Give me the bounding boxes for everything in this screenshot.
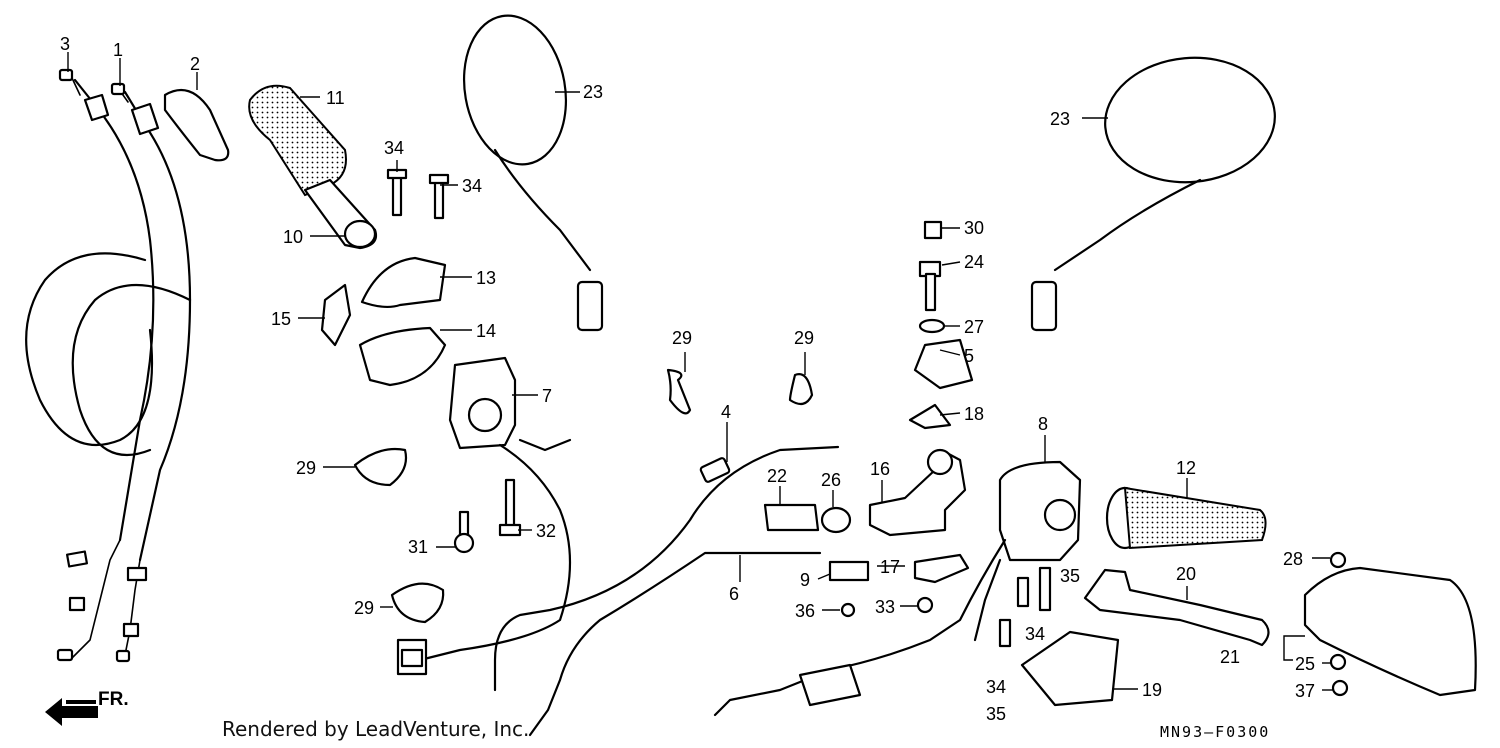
callout-29: 29 [296, 458, 316, 478]
callout-2: 2 [190, 54, 200, 74]
choke-cable [528, 551, 822, 737]
callout-25: 25 [1295, 654, 1315, 674]
clip [353, 447, 408, 487]
callout-34: 34 [384, 138, 404, 158]
callout-23: 23 [583, 82, 603, 102]
callout-14: 14 [476, 321, 496, 341]
callout-21: 21 [1220, 647, 1240, 667]
front-direction-arrow: FR. [45, 689, 129, 726]
callout-10: 10 [283, 227, 303, 247]
render-credit: Rendered by LeadVenture, Inc. [222, 717, 529, 741]
callout-5: 5 [964, 346, 974, 366]
throttle-grip [248, 84, 378, 250]
callout-11: 11 [326, 88, 345, 108]
callout-30: 30 [964, 218, 984, 238]
front-direction-label: FR. [98, 689, 129, 710]
leader-lines [67, 52, 1333, 691]
callout-29: 29 [354, 598, 374, 618]
callout-32: 32 [536, 521, 556, 541]
callout-26: 26 [821, 470, 841, 490]
callout-29: 29 [794, 328, 814, 348]
callout-8: 8 [1038, 414, 1048, 434]
callout-15: 15 [271, 309, 291, 329]
switch-housing-lower [358, 326, 447, 387]
throttle-cover-15 [320, 283, 352, 347]
callout-35: 35 [986, 704, 1006, 724]
callout-12: 12 [1176, 458, 1196, 478]
clutch-cable [493, 445, 840, 692]
clutch-lever-bracket [763, 220, 974, 618]
brake-lever [1083, 568, 1270, 647]
callout-9: 9 [800, 570, 810, 590]
left-mirror [462, 14, 604, 332]
callout-3: 3 [60, 34, 70, 54]
right-grip [1105, 486, 1267, 550]
callout-27: 27 [964, 317, 984, 337]
callout-7: 7 [542, 386, 552, 406]
callout-numbers: 3 1 2 11 10 34 34 23 13 15 14 7 29 29 31… [60, 34, 1315, 724]
callout-20: 20 [1176, 564, 1196, 584]
callout-13: 13 [476, 268, 496, 288]
callout-1: 1 [113, 40, 123, 60]
callout-37: 37 [1295, 681, 1315, 701]
callout-35: 35 [1060, 566, 1080, 586]
callout-34: 34 [462, 176, 482, 196]
clip [788, 373, 814, 406]
callout-31: 31 [408, 537, 428, 557]
callout-29: 29 [672, 328, 692, 348]
callout-19: 19 [1142, 680, 1162, 700]
cover-19 [1020, 630, 1120, 707]
switch-housing-upper [360, 256, 447, 309]
callout-24: 24 [964, 252, 984, 272]
clip [390, 582, 445, 624]
hand-guard [1303, 551, 1477, 697]
right-switch-assembly [713, 460, 1082, 717]
callout-16: 16 [870, 459, 890, 479]
callout-22: 22 [767, 466, 787, 486]
callout-23: 23 [1050, 109, 1070, 129]
right-mirror [1030, 56, 1276, 332]
throttle-cable-loops [25, 68, 192, 663]
cable-cover [163, 88, 230, 162]
callout-4: 4 [721, 402, 731, 422]
callout-17: 17 [880, 557, 900, 577]
left-switch-assembly [396, 356, 572, 676]
diagram-code: MN93–F0300 [1160, 723, 1270, 741]
callout-18: 18 [964, 404, 984, 424]
callout-6: 6 [729, 584, 739, 604]
callout-34: 34 [986, 677, 1006, 697]
bolts-left [386, 168, 522, 554]
callout-28: 28 [1283, 549, 1303, 569]
callout-33: 33 [875, 597, 895, 617]
callout-36: 36 [795, 601, 815, 621]
callout-34: 34 [1025, 624, 1045, 644]
clip [666, 368, 692, 415]
